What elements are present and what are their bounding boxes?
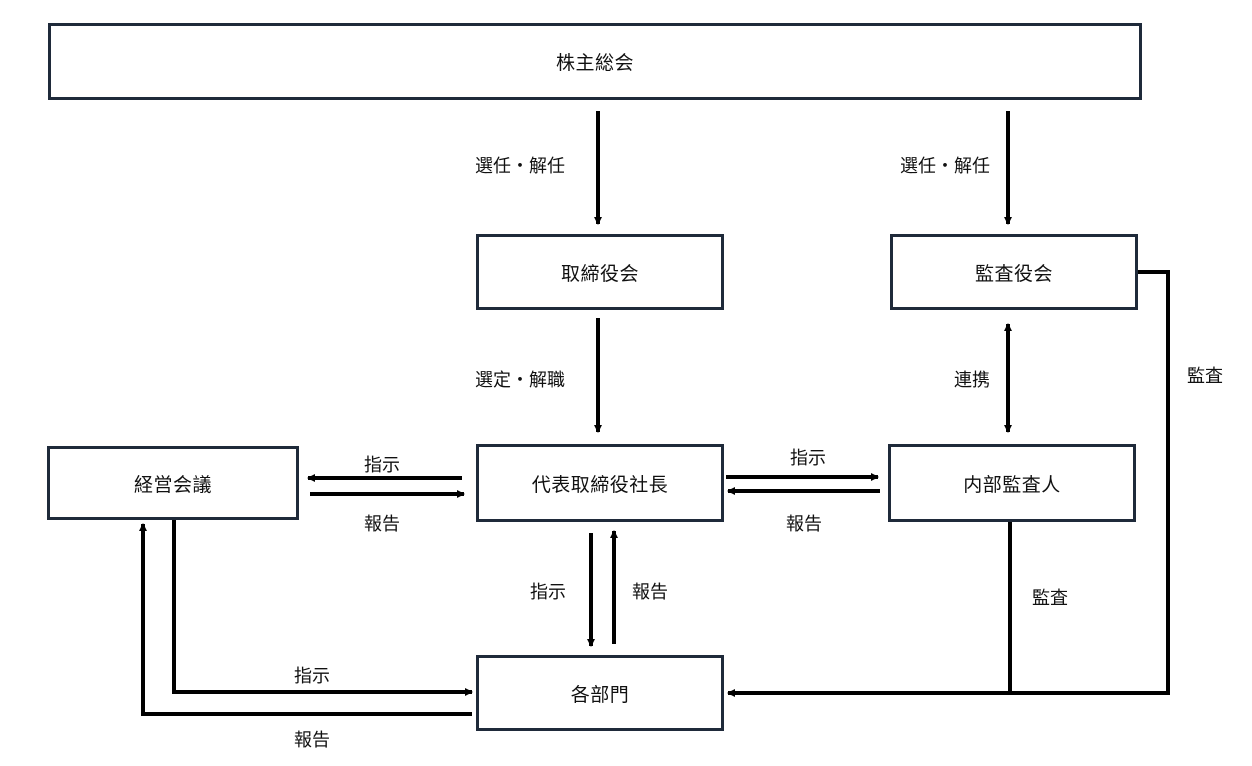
label-dept-pres-report: 報告	[632, 582, 668, 603]
label-audit-auditors: 監査	[1187, 366, 1223, 387]
label-appoint-auditors: 選任・解任	[900, 156, 990, 177]
arrow-management-to-departments	[172, 519, 473, 696]
label-internal-pres-report: 報告	[786, 514, 822, 535]
label-pres-internal-instruct: 指示	[790, 448, 826, 469]
label-appoint-board: 選任・解任	[475, 156, 565, 177]
node-management-meeting[interactable]: 経営会議	[47, 446, 299, 520]
node-departments[interactable]: 各部門	[476, 655, 724, 731]
arrow-auditors-audit-departments	[727, 270, 1170, 697]
label-pres-mgmt-instruct: 指示	[364, 455, 400, 476]
label-mgmt-dept-instruct: 指示	[294, 666, 330, 687]
label-audit-internal: 監査	[1032, 588, 1068, 609]
node-auditors[interactable]: 監査役会	[890, 234, 1138, 310]
arrow-departments-to-management	[139, 523, 472, 716]
label-select-president: 選定・解職	[475, 370, 565, 391]
label-mgmt-pres-report: 報告	[364, 514, 400, 535]
node-board[interactable]: 取締役会	[476, 234, 724, 310]
label-cooperation: 連携	[954, 370, 990, 391]
node-internal-audit[interactable]: 内部監査人	[888, 444, 1136, 522]
node-president[interactable]: 代表取締役社長	[476, 444, 724, 522]
label-dept-mgmt-report: 報告	[294, 730, 330, 751]
node-shareholders[interactable]: 株主総会	[48, 23, 1142, 100]
label-pres-dept-instruct: 指示	[530, 582, 566, 603]
